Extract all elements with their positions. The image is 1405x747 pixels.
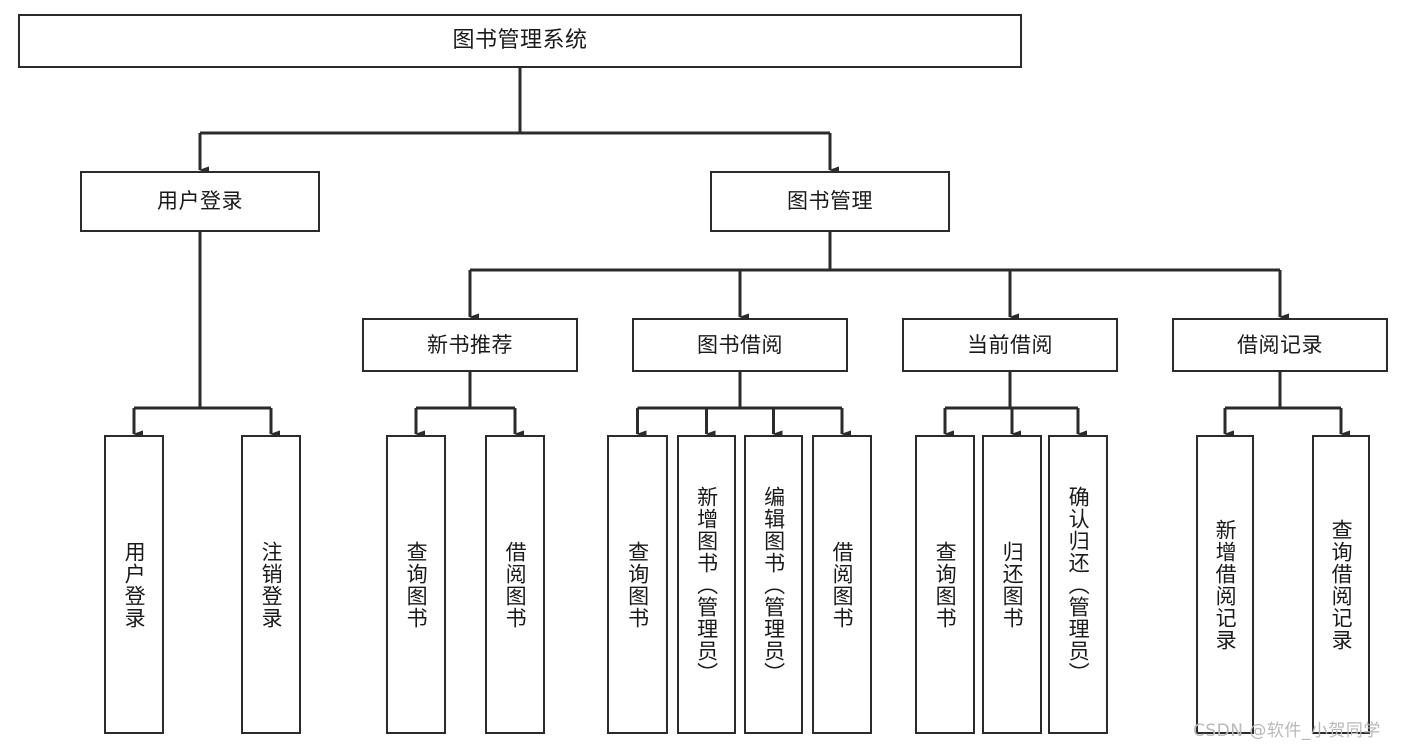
node-label: 用户登录	[157, 189, 243, 214]
node-c_query[interactable]: 查询图书	[915, 435, 975, 734]
node-b_query[interactable]: 查询图书	[607, 435, 668, 734]
node-label: 查询图书	[933, 540, 958, 629]
node-borrow[interactable]: 图书借阅	[632, 318, 848, 372]
node-label: 用户登录	[122, 540, 147, 629]
node-label: 归还图书	[1000, 540, 1025, 629]
node-label: 借阅记录	[1237, 332, 1323, 357]
tree-edges	[132, 68, 1350, 438]
node-r_add[interactable]: 新增借阅记录	[1196, 435, 1254, 734]
node-c_confirm[interactable]: 确认归还（管理员）	[1048, 435, 1108, 734]
node-l_logout[interactable]: 注销登录	[241, 435, 301, 734]
node-label: 图书管理系统	[452, 28, 588, 54]
node-r_query[interactable]: 查询借阅记录	[1312, 435, 1370, 734]
node-label: 注销登录	[259, 540, 284, 629]
node-login[interactable]: 用户登录	[80, 171, 320, 232]
node-label: 新书推荐	[427, 332, 513, 357]
node-label: 查询借阅记录	[1329, 518, 1354, 651]
node-b_borrow[interactable]: 借阅图书	[812, 435, 872, 734]
node-root[interactable]: 图书管理系统	[18, 14, 1022, 68]
node-label: 查询图书	[404, 540, 429, 629]
node-newbook[interactable]: 新书推荐	[362, 318, 578, 372]
node-n_borrow[interactable]: 借阅图书	[485, 435, 545, 734]
node-label: 编辑图书（管理员）	[761, 485, 786, 684]
node-label: 当前借阅	[967, 332, 1053, 357]
node-bookmgmt[interactable]: 图书管理	[710, 171, 950, 232]
node-n_query[interactable]: 查询图书	[386, 435, 446, 734]
node-label: 借阅图书	[830, 540, 855, 629]
node-b_edit[interactable]: 编辑图书（管理员）	[744, 435, 803, 734]
node-b_add[interactable]: 新增图书（管理员）	[677, 435, 736, 734]
node-l_login[interactable]: 用户登录	[104, 435, 164, 734]
node-label: 图书管理	[787, 189, 873, 214]
csdn-watermark: CSDN @软件_小贺同学	[1193, 721, 1381, 741]
node-label: 确认归还（管理员）	[1066, 485, 1091, 684]
node-label: 新增借阅记录	[1213, 518, 1238, 651]
node-label: 新增图书（管理员）	[694, 485, 719, 684]
node-label: 图书借阅	[697, 332, 783, 357]
node-label: 查询图书	[625, 540, 650, 629]
node-c_return[interactable]: 归还图书	[982, 435, 1042, 734]
node-current[interactable]: 当前借阅	[902, 318, 1118, 372]
node-record[interactable]: 借阅记录	[1172, 318, 1388, 372]
node-label: 借阅图书	[503, 540, 528, 629]
